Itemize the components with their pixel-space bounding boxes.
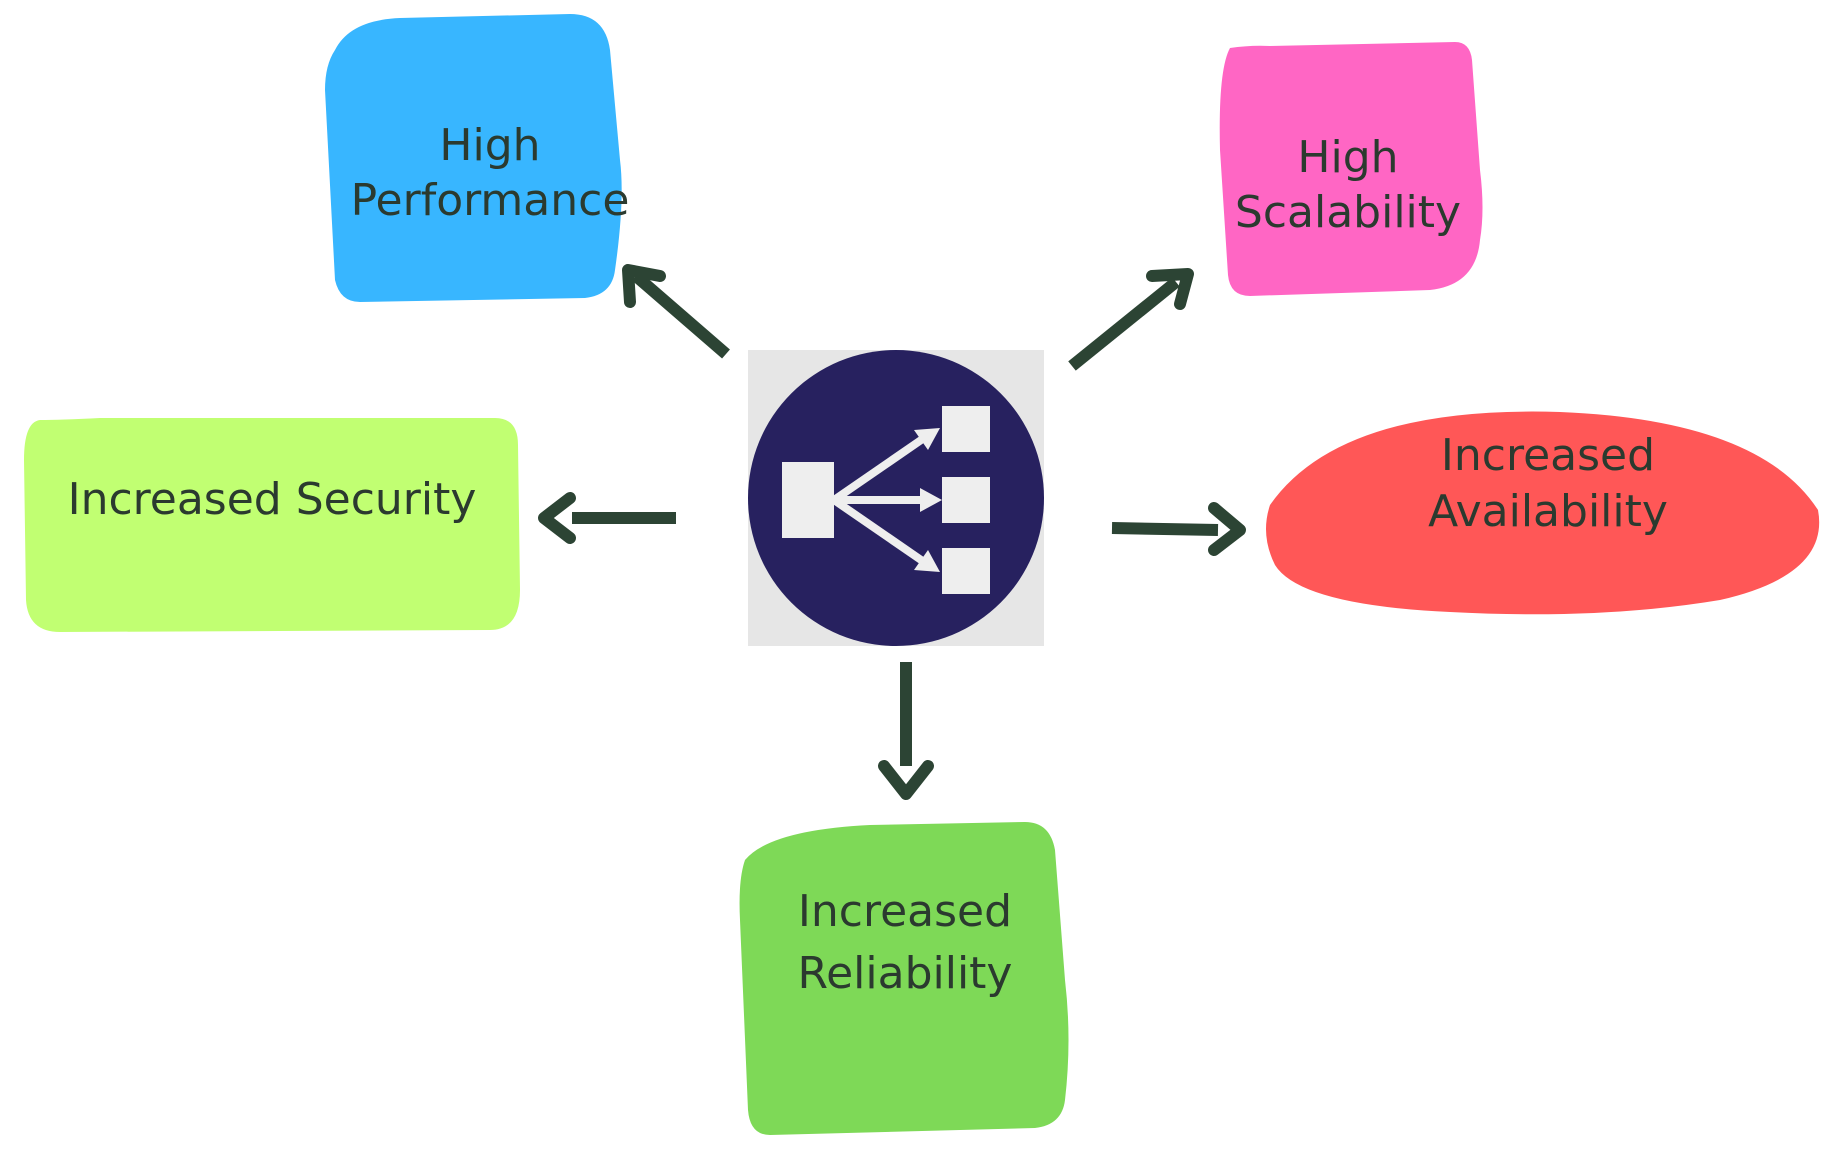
node-high-scalability-line2: Scalability xyxy=(1235,187,1461,238)
node-increased-reliability: Increased Reliability xyxy=(739,822,1069,1135)
node-high-performance-line2: Performance xyxy=(351,175,630,226)
arrow-to-availability xyxy=(1111,502,1246,556)
node-increased-security: Increased Security xyxy=(24,418,520,632)
node-increased-availability-line2: Availability xyxy=(1428,486,1668,537)
node-high-scalability: High Scalability xyxy=(1219,42,1483,296)
arrow-to-performance xyxy=(622,264,730,359)
node-increased-reliability-shape xyxy=(739,822,1069,1135)
node-increased-reliability-line1: Increased xyxy=(798,886,1012,937)
node-high-scalability-line1: High xyxy=(1297,132,1398,183)
node-increased-security-label: Increased Security xyxy=(68,474,477,525)
node-high-performance-shape xyxy=(325,14,622,302)
load-balancer xyxy=(748,350,1044,646)
arrow-to-scalability xyxy=(1068,268,1194,371)
arrow-to-security xyxy=(538,492,676,544)
node-increased-security-shape xyxy=(24,418,520,632)
node-increased-availability: Increased Availability xyxy=(1266,411,1820,615)
load-balancer-icon xyxy=(782,406,990,594)
node-increased-reliability-line2: Reliability xyxy=(798,948,1013,999)
node-high-performance-line1: High xyxy=(439,120,540,171)
arrow-to-reliability xyxy=(878,662,934,800)
node-increased-availability-shape xyxy=(1266,411,1820,615)
node-high-performance: High Performance xyxy=(325,14,629,302)
node-high-scalability-shape xyxy=(1219,42,1483,296)
node-increased-availability-line1: Increased xyxy=(1441,430,1655,481)
